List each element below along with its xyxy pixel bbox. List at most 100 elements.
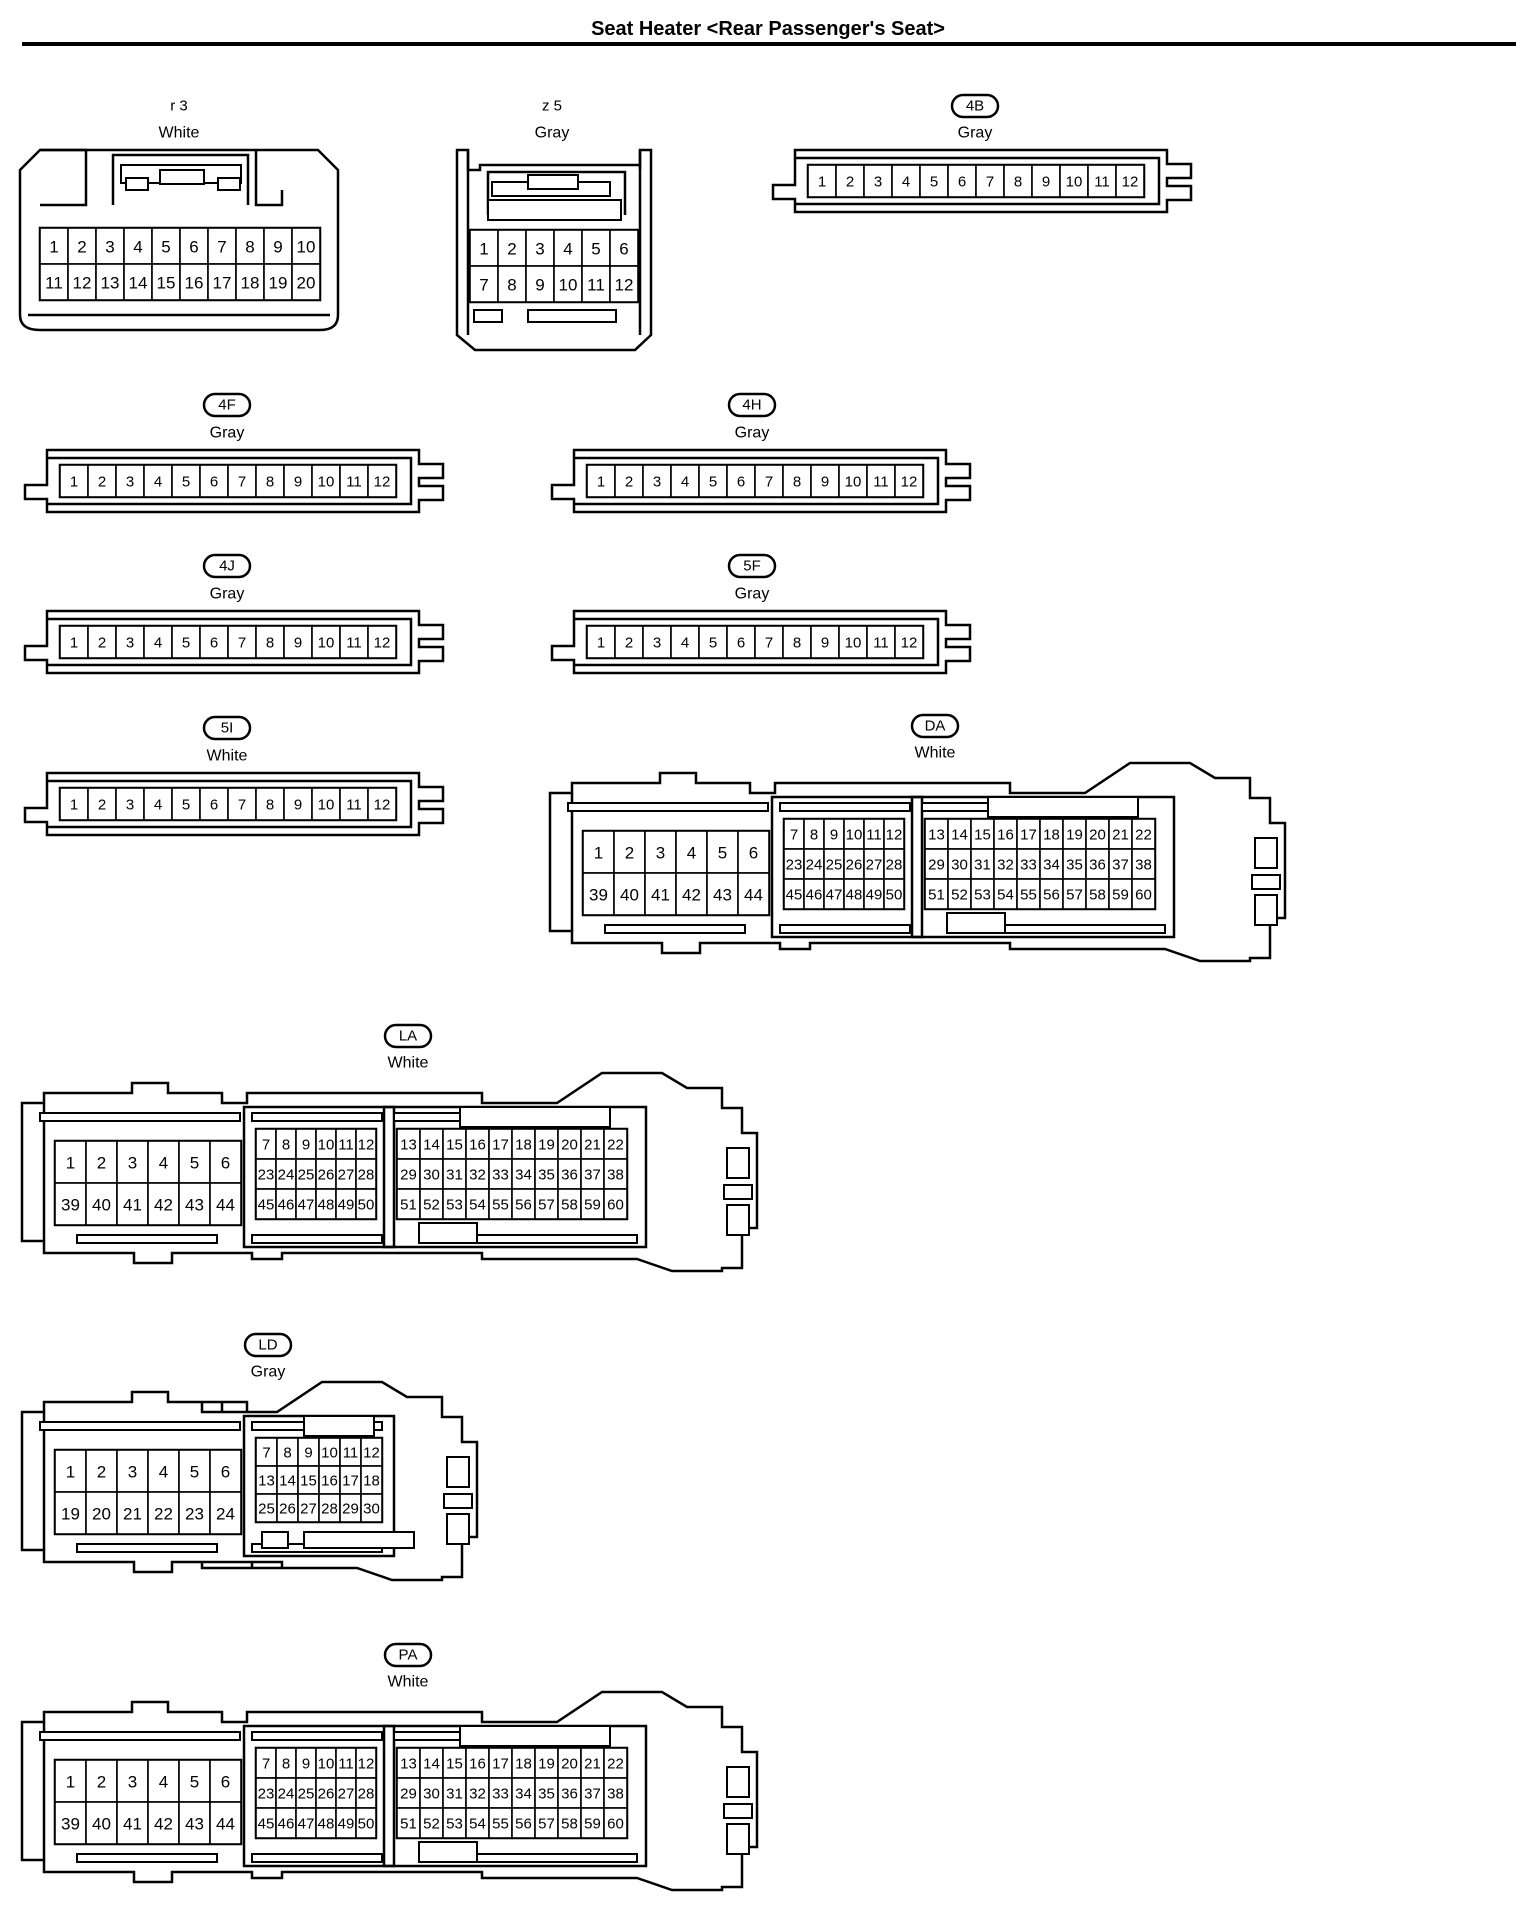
connector-color: Gray (210, 425, 245, 442)
pin-cell (54, 1801, 87, 1845)
pin-number: 5 (190, 1154, 199, 1173)
pin-number: 36 (1089, 857, 1106, 874)
pin-number: 44 (216, 1196, 235, 1215)
pin-cell (525, 265, 555, 303)
pin-number: 6 (210, 474, 218, 491)
pin-cell (255, 464, 285, 498)
pin-number: 56 (515, 1816, 532, 1833)
pin-cell (147, 1182, 180, 1226)
pin-number: 10 (318, 474, 335, 491)
pin-number: 8 (810, 827, 818, 844)
pin-number: 13 (400, 1756, 417, 1773)
pin-number: 4 (154, 635, 162, 652)
pin-number: 7 (765, 474, 773, 491)
pin-number: 22 (607, 1756, 624, 1773)
pin-number: 29 (400, 1786, 417, 1803)
pin-cell (227, 787, 257, 821)
pin-number: 36 (561, 1786, 578, 1803)
pin-cell (525, 229, 555, 267)
pin-number: 35 (1066, 857, 1083, 874)
connector-color: White (915, 745, 956, 762)
pin-number: 10 (318, 635, 335, 652)
pin-cell (311, 464, 341, 498)
pin-number: 38 (607, 1167, 624, 1184)
connector-color: Gray (251, 1364, 286, 1381)
pin-number: 9 (294, 474, 302, 491)
pin-cell (209, 1449, 242, 1493)
connector-color: Gray (958, 125, 993, 142)
pin-number: 6 (210, 797, 218, 814)
pin-cell (367, 625, 397, 659)
connector-code: r 3 (170, 98, 188, 115)
pin-number: 2 (625, 635, 633, 652)
pin-cell (603, 1188, 628, 1220)
pin-number: 9 (821, 474, 829, 491)
title-rule (22, 42, 1516, 46)
pin-number: 4 (902, 174, 910, 191)
pin-number: 4 (154, 797, 162, 814)
pin-cell (644, 872, 677, 916)
pin-number: 26 (846, 857, 863, 874)
connector-code-badge (383, 1642, 433, 1668)
pin-number: 46 (806, 887, 823, 904)
pin-number: 14 (129, 274, 148, 293)
pin-number: 20 (92, 1505, 111, 1524)
pin-number: 31 (446, 1167, 463, 1184)
pin-cell (147, 1491, 180, 1535)
pin-number: 12 (374, 474, 391, 491)
connector-color: Gray (210, 586, 245, 603)
pin-cell (835, 164, 865, 198)
pin-cell (227, 625, 257, 659)
pin-number: 3 (126, 474, 134, 491)
pin-number: 17 (492, 1137, 509, 1154)
pin-number: 1 (66, 1463, 75, 1482)
pin-number: 11 (343, 1445, 359, 1462)
pin-number: 14 (423, 1756, 440, 1773)
pin-cell (283, 625, 313, 659)
pin-number: 48 (318, 1197, 335, 1214)
pin-cell (339, 464, 369, 498)
pin-number: 38 (607, 1786, 624, 1803)
pin-number: 38 (1135, 857, 1152, 874)
pin-number: 28 (358, 1786, 375, 1803)
pin-number: 44 (744, 886, 763, 905)
pin-cell (54, 1182, 87, 1226)
pin-number: 13 (258, 1473, 275, 1490)
pin-number: 12 (363, 1445, 380, 1462)
pin-number: 20 (561, 1137, 578, 1154)
pin-cell (54, 1140, 87, 1184)
pin-number: 10 (1066, 174, 1083, 191)
pin-cell (255, 787, 285, 821)
pin-number: 1 (597, 474, 605, 491)
pin-number: 19 (1066, 827, 1083, 844)
pin-cell (582, 872, 615, 916)
pin-cell (586, 464, 616, 498)
pin-number: 9 (304, 1445, 312, 1462)
pin-cell (883, 878, 905, 910)
pin-cell (171, 464, 201, 498)
connector-color: White (207, 748, 248, 765)
connector-code: LA (399, 1028, 417, 1045)
pin-cell (209, 1491, 242, 1535)
pin-number: 59 (1112, 887, 1129, 904)
pin-number: 55 (492, 1197, 509, 1214)
pin-number: 4 (687, 844, 696, 863)
pin-number: 56 (1043, 887, 1060, 904)
pin-number: 2 (97, 1463, 106, 1482)
pin-number: 36 (561, 1167, 578, 1184)
pin-number: 11 (866, 827, 882, 844)
pin-number: 51 (400, 1816, 417, 1833)
pin-number: 3 (128, 1773, 137, 1792)
pin-number: 43 (185, 1196, 204, 1215)
pin-number: 23 (786, 857, 803, 874)
pin-number: 2 (625, 844, 634, 863)
pin-number: 1 (597, 635, 605, 652)
pin-number: 19 (269, 274, 288, 293)
pin-number: 37 (584, 1167, 601, 1184)
pin-number: 11 (1094, 174, 1110, 191)
pin-number: 8 (283, 1445, 291, 1462)
pin-number: 57 (1066, 887, 1083, 904)
pin-cell (754, 464, 784, 498)
